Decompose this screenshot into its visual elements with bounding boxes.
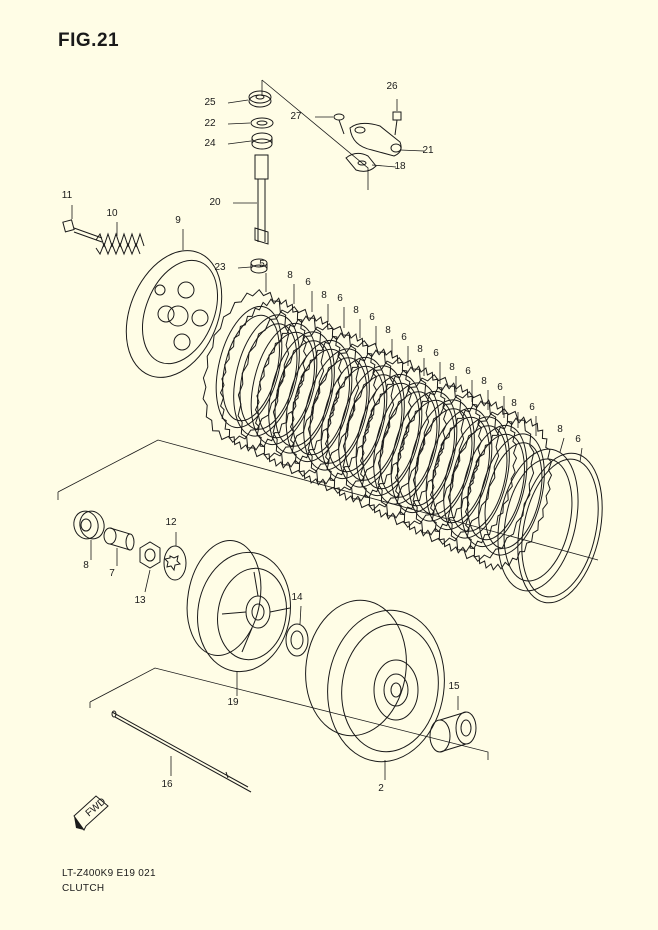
part-15-nut [139, 541, 161, 569]
callout-leader [299, 605, 302, 625]
part-16-lock-washer [163, 545, 187, 581]
part-27-screw [333, 113, 345, 135]
callout-8: 8 [511, 398, 517, 409]
part-11-bolt [62, 219, 103, 243]
callout-23: 23 [214, 262, 226, 273]
callout-9: 9 [175, 215, 181, 226]
drive-plate [237, 305, 325, 461]
callout-8: 8 [481, 376, 487, 387]
part-24-bearing [251, 132, 273, 150]
driven-plate [289, 331, 378, 486]
part-9-pressure-plate [125, 250, 223, 378]
callout-6: 6 [337, 293, 343, 304]
callout-18: 18 [394, 161, 406, 172]
callout-27: 27 [290, 111, 302, 122]
part-18-release-plate [345, 152, 377, 172]
callout-2: 2 [378, 783, 384, 794]
clutch-plate-stack [202, 288, 553, 571]
drive-plate [272, 322, 360, 478]
callout-leader [144, 569, 151, 593]
callout-19: 19 [227, 697, 239, 708]
callout-8: 8 [449, 362, 455, 373]
driven-plate [464, 416, 553, 571]
callout-24: 24 [204, 138, 216, 149]
fwd-label: FWD [84, 796, 109, 819]
section-name: CLUTCH [62, 883, 105, 894]
callout-8: 8 [385, 325, 391, 336]
callout-6: 6 [369, 312, 375, 323]
callout-leader [371, 164, 397, 168]
callout-16: 16 [161, 779, 173, 790]
drive-plate [412, 390, 500, 546]
callout-8: 8 [83, 560, 89, 571]
model-code: LT-Z400K9 E19 021 [62, 868, 156, 879]
callout-12: 12 [165, 517, 177, 528]
driven-plate [429, 399, 518, 554]
callout-6: 6 [305, 277, 311, 288]
part-25-bearing [248, 90, 272, 108]
callout-8: 8 [417, 344, 423, 355]
callout-10: 10 [106, 208, 118, 219]
drive-plate [447, 407, 535, 563]
callout-15: 15 [448, 681, 460, 692]
drive-plate [377, 373, 465, 529]
callout-8: 8 [557, 424, 563, 435]
callout-6: 6 [497, 382, 503, 393]
figure-title: FIG.21 [58, 30, 120, 51]
callout-leader [227, 140, 252, 145]
part-19-spacer [103, 527, 135, 551]
driven-plate [324, 348, 413, 503]
drive-plate [342, 356, 430, 512]
callout-8: 8 [353, 305, 359, 316]
callout-13: 13 [134, 595, 146, 606]
callout-25: 25 [204, 97, 216, 108]
callout-20: 20 [209, 197, 221, 208]
callout-6: 6 [575, 434, 581, 445]
callout-14: 14 [291, 592, 303, 603]
callout-22: 22 [204, 118, 216, 129]
part-12-judder-spring [517, 452, 603, 604]
part-14-bearing [73, 510, 105, 540]
callout-leader [227, 99, 249, 104]
callout-leader [237, 266, 252, 269]
callout-8: 8 [287, 270, 293, 281]
part-26-bolt [392, 111, 402, 136]
drive-plate [202, 288, 290, 444]
callout-leader [559, 437, 565, 453]
callout-6: 6 [401, 332, 407, 343]
part-21-release-arm [349, 122, 402, 157]
part-3-bushing [429, 711, 477, 753]
driven-plate [254, 314, 343, 469]
drive-plate [307, 339, 395, 495]
callout-leader [579, 447, 583, 463]
part-4-clutch-sleeve-hub [186, 540, 291, 673]
callout-21: 21 [422, 145, 434, 156]
callout-leader [227, 122, 251, 125]
callout-5: 5 [259, 259, 265, 270]
part-1-primary-driven-gear [305, 599, 445, 763]
part-22-washer [250, 117, 274, 129]
driven-plate [219, 297, 308, 452]
callout-26: 26 [386, 81, 398, 92]
callout-6: 6 [529, 402, 535, 413]
part-23-bearing [250, 258, 268, 274]
part-13-judder-spring-seat [497, 448, 579, 592]
callout-6: 6 [465, 366, 471, 377]
callout-leader [399, 149, 425, 152]
callout-11: 11 [62, 190, 73, 201]
part-2-thrust-washer [285, 623, 309, 657]
callout-7: 7 [109, 568, 115, 579]
callout-6: 6 [433, 348, 439, 359]
part-10-clutch-spring [95, 232, 145, 256]
part-20-release-rod [254, 154, 269, 245]
release-mechanism-frame [261, 79, 369, 190]
forward-direction-badge: FWD [73, 795, 109, 831]
callout-8: 8 [321, 290, 327, 301]
part-17-push-rod [111, 710, 252, 793]
driven-plate [394, 382, 483, 537]
